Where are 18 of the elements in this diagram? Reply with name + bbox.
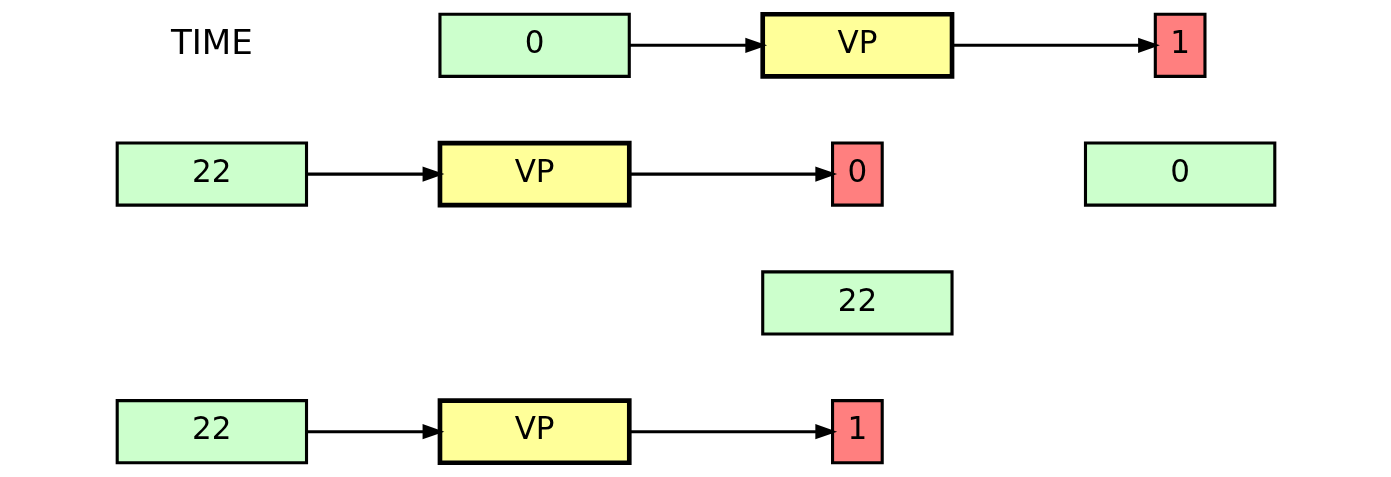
label: TIME bbox=[170, 22, 253, 62]
arrow bbox=[629, 166, 837, 182]
arrow bbox=[306, 424, 444, 440]
node-box: 0 bbox=[437, 12, 631, 78]
node-box: 22 bbox=[115, 141, 308, 207]
node-box: VP bbox=[437, 140, 632, 208]
arrow bbox=[629, 424, 837, 440]
node-box: 0 bbox=[830, 141, 884, 207]
node-box: VP bbox=[437, 398, 632, 466]
node-box: 0 bbox=[1083, 141, 1276, 207]
arrow bbox=[306, 166, 444, 182]
arrow bbox=[951, 37, 1160, 53]
node-box: 1 bbox=[1153, 12, 1206, 78]
node-box: 22 bbox=[760, 270, 954, 336]
node-box: VP bbox=[759, 11, 954, 79]
node-box: 22 bbox=[115, 399, 308, 465]
arrow bbox=[629, 37, 767, 53]
node-box: 1 bbox=[830, 399, 884, 465]
